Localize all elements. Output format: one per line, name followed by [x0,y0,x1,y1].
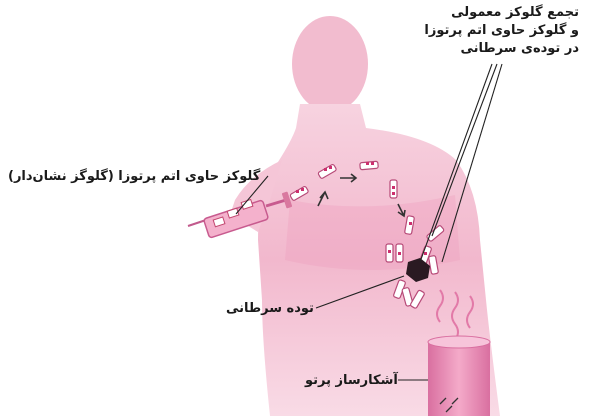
head [292,16,368,112]
radiation-detector-icon [428,336,490,416]
tumor-label: توده سرطانی [226,300,314,318]
uptake-label-line: و گلوکز حاوی اتم پرتوزا [424,22,579,40]
uptake-label-line: تجمع گلوکز معمولی [424,4,579,22]
tracer-label: گلوکز حاوی اتم پرتوزا (گلوگز نشان‌دار) [8,168,260,186]
glucose-marker [360,161,379,170]
uptake-label-line: در توده‌ی سرطانی [424,40,579,58]
uptake-label: تجمع گلوکز معمولی و گلوکز حاوی اتم پرتوز… [424,4,579,58]
detector-label: آشکارساز پرتو [305,372,398,390]
